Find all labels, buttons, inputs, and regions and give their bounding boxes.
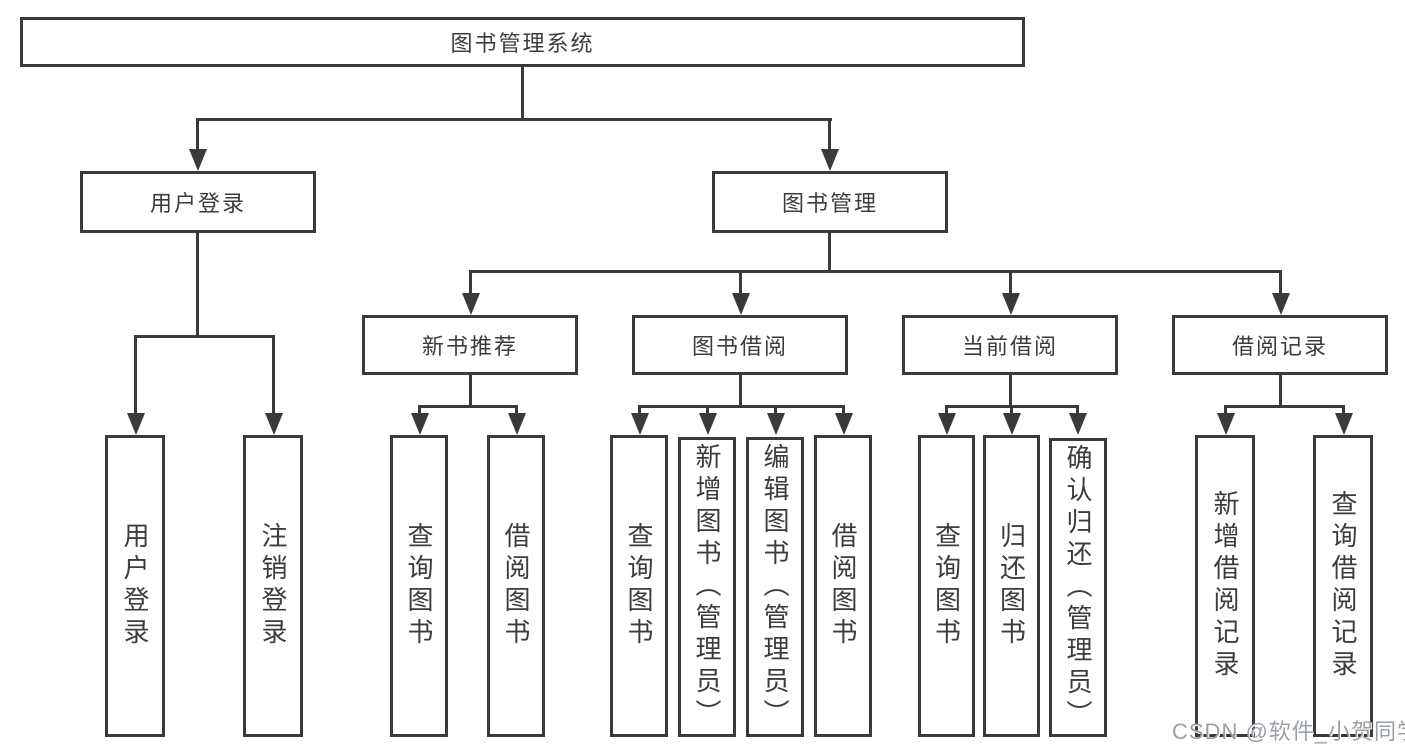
connector-drop-cb-return	[1010, 405, 1013, 417]
leaf-cb-return-books-label: 归还图书	[996, 522, 1027, 650]
connector-drop-leaf-login	[134, 335, 137, 415]
connector-borrow-rail	[638, 405, 844, 408]
connector-records-stem	[1279, 375, 1282, 405]
connector-drop-leaf-logout	[272, 335, 275, 415]
connector-current-stem	[1009, 375, 1012, 405]
arrow-to-cb-return	[1003, 413, 1021, 435]
connector-user-login-rail	[134, 335, 275, 338]
arrow-to-leaf-login	[127, 413, 145, 435]
leaf-bw-borrow-books-label: 借阅图书	[828, 522, 858, 650]
arrow-to-bw-query	[631, 413, 649, 435]
leaf-user-login-label: 用户登录	[120, 522, 150, 650]
leaf-nb-borrow-books-label: 借阅图书	[501, 522, 531, 650]
node-new-book: 新书推荐	[362, 315, 578, 375]
leaf-cb-return-books: 归还图书	[983, 435, 1040, 737]
arrow-to-rc-add	[1217, 413, 1235, 435]
connector-user-login-stem	[196, 233, 199, 335]
leaf-cb-query-books: 查询图书	[918, 435, 975, 737]
node-root-label: 图书管理系统	[450, 31, 595, 56]
connector-drop-bw-edit	[774, 405, 777, 417]
node-current-label: 当前借阅	[961, 334, 1058, 359]
node-records-label: 借阅记录	[1231, 334, 1328, 359]
leaf-bw-edit-books-admin: 编辑图书（管理员）	[746, 437, 804, 737]
arrow-to-nb-borrow	[508, 413, 526, 435]
leaf-cb-query-books-label: 查询图书	[931, 522, 962, 650]
connector-drop-nb-query	[418, 405, 421, 417]
node-borrow-label: 图书借阅	[691, 334, 788, 359]
connector-drop-new-book	[469, 270, 472, 295]
connector-borrow-stem	[739, 375, 742, 405]
connector-drop-cb-query	[945, 405, 948, 417]
arrow-to-new-book	[462, 293, 480, 315]
arrow-to-leaf-logout	[265, 413, 283, 435]
arrow-to-nb-query	[411, 413, 429, 435]
arrow-to-rc-query	[1335, 413, 1353, 435]
connector-drop-bw-borrow	[842, 405, 845, 417]
connector-book-mgmt-stem	[828, 233, 831, 270]
connector-root-drop-user-login	[196, 118, 199, 152]
arrow-to-cb-confirm	[1069, 413, 1087, 435]
node-user-login: 用户登录	[80, 171, 316, 233]
arrow-to-borrow	[732, 293, 750, 315]
node-records: 借阅记录	[1172, 315, 1388, 375]
connector-drop-bw-query	[638, 405, 641, 417]
connector-new-book-stem	[469, 375, 472, 405]
arrow-to-bw-add	[699, 413, 717, 435]
leaf-nb-borrow-books: 借阅图书	[487, 435, 545, 737]
leaf-user-login: 用户登录	[105, 435, 165, 737]
node-root: 图书管理系统	[20, 17, 1025, 67]
csdn-watermark: CSDN @软件_小贺同学	[1172, 719, 1405, 744]
arrow-to-bw-edit	[767, 413, 785, 435]
connector-drop-rc-query	[1342, 405, 1345, 417]
connector-book-mgmt-rail	[469, 270, 1281, 273]
leaf-bw-add-books-admin: 新增图书（管理员）	[678, 437, 736, 737]
arrow-to-book-mgmt	[821, 149, 839, 171]
connector-root-drop-book-mgmt	[828, 118, 831, 152]
leaf-bw-add-books-admin-label: 新增图书（管理员）	[692, 443, 722, 731]
connector-root-stem	[521, 67, 524, 120]
connector-records-rail	[1224, 405, 1344, 408]
node-book-mgmt: 图书管理	[712, 171, 948, 233]
leaf-rc-add-record: 新增借阅记录	[1195, 435, 1255, 737]
leaf-cb-confirm-return-admin: 确认归还（管理员）	[1049, 438, 1107, 737]
leaf-rc-query-record-label: 查询借阅记录	[1328, 490, 1358, 682]
leaf-nb-query-books-label: 查询图书	[404, 522, 434, 650]
arrow-to-bw-borrow	[835, 413, 853, 435]
leaf-nb-query-books: 查询图书	[390, 435, 448, 737]
leaf-rc-add-record-label: 新增借阅记录	[1210, 490, 1240, 682]
arrow-to-user-login	[189, 149, 207, 171]
connector-drop-bw-add	[706, 405, 709, 417]
node-borrow: 图书借阅	[632, 315, 848, 375]
arrow-to-current	[1002, 293, 1020, 315]
leaf-cb-confirm-return-admin-label: 确认归还（管理员）	[1063, 443, 1093, 732]
arrow-to-cb-query	[938, 413, 956, 435]
leaf-bw-query-books: 查询图书	[610, 435, 668, 737]
connector-drop-rc-add	[1224, 405, 1227, 417]
leaf-logout-label: 注销登录	[258, 522, 288, 650]
connector-drop-current	[1009, 270, 1012, 295]
connector-root-rail	[197, 118, 832, 121]
connector-new-book-rail	[418, 405, 518, 408]
leaf-logout: 注销登录	[243, 435, 303, 737]
node-user-login-label: 用户登录	[149, 191, 246, 216]
arrow-to-records	[1272, 293, 1290, 315]
leaf-bw-edit-books-admin-label: 编辑图书（管理员）	[760, 443, 790, 731]
node-book-mgmt-label: 图书管理	[781, 191, 878, 216]
connector-drop-borrow	[739, 270, 742, 295]
connector-drop-cb-confirm	[1076, 405, 1079, 417]
leaf-bw-query-books-label: 查询图书	[624, 522, 654, 650]
connector-drop-nb-borrow	[515, 405, 518, 417]
leaf-rc-query-record: 查询借阅记录	[1313, 435, 1373, 737]
node-new-book-label: 新书推荐	[421, 334, 518, 359]
node-current: 当前借阅	[902, 315, 1118, 375]
leaf-bw-borrow-books: 借阅图书	[814, 435, 872, 737]
connector-drop-records	[1279, 270, 1282, 295]
